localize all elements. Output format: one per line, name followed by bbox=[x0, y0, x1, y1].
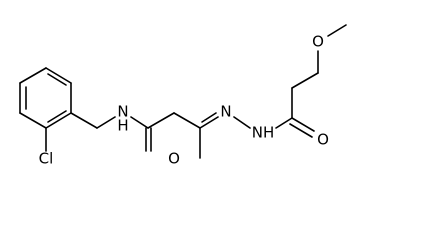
hydrazide-c-o-double-bond-1 bbox=[291, 117, 315, 132]
ring-inner-double-bond-1 bbox=[47, 73, 67, 86]
amide-oxygen-label: O bbox=[168, 150, 180, 168]
ring-inner-double-bond-3 bbox=[47, 110, 67, 123]
ring-bond-4 bbox=[19, 112, 47, 129]
chlorine-atom-label: Cl bbox=[39, 150, 54, 168]
n-n-bond bbox=[233, 116, 251, 129]
amide-hydrogen-label: H bbox=[117, 117, 128, 135]
imine-nitrogen-label: N bbox=[220, 103, 231, 121]
methoxy-oxygen-label: O bbox=[312, 33, 324, 51]
ch2-c-bond bbox=[173, 112, 201, 129]
carbonyl-ch2-bond bbox=[147, 112, 175, 129]
n-carbonyl-bond bbox=[130, 116, 149, 129]
ch2-n-bond bbox=[96, 116, 116, 129]
o-methyl-bond bbox=[327, 24, 347, 37]
ch2-ch2-chain-bond bbox=[291, 72, 319, 89]
ring-bond-3 bbox=[45, 112, 72, 129]
c-n-double-bond-1 bbox=[199, 116, 219, 129]
ring-bond-1 bbox=[45, 67, 72, 84]
benzene-ring bbox=[19, 67, 72, 129]
hydrazide-nh-label: NH bbox=[252, 124, 275, 142]
hydrazide-oxygen-label: O bbox=[317, 131, 329, 149]
chemical-structure-diagram: Cl N H O N NH O O bbox=[19, 24, 347, 168]
ring-ch2-bond bbox=[70, 112, 98, 129]
ring-bond-6 bbox=[19, 67, 47, 84]
nh-carbonyl-bond bbox=[275, 117, 293, 129]
amide-nitrogen-label: N bbox=[117, 103, 128, 121]
hydrazide-c-o-double-bond-2 bbox=[289, 123, 313, 138]
c-n-double-bond-2 bbox=[201, 112, 217, 123]
